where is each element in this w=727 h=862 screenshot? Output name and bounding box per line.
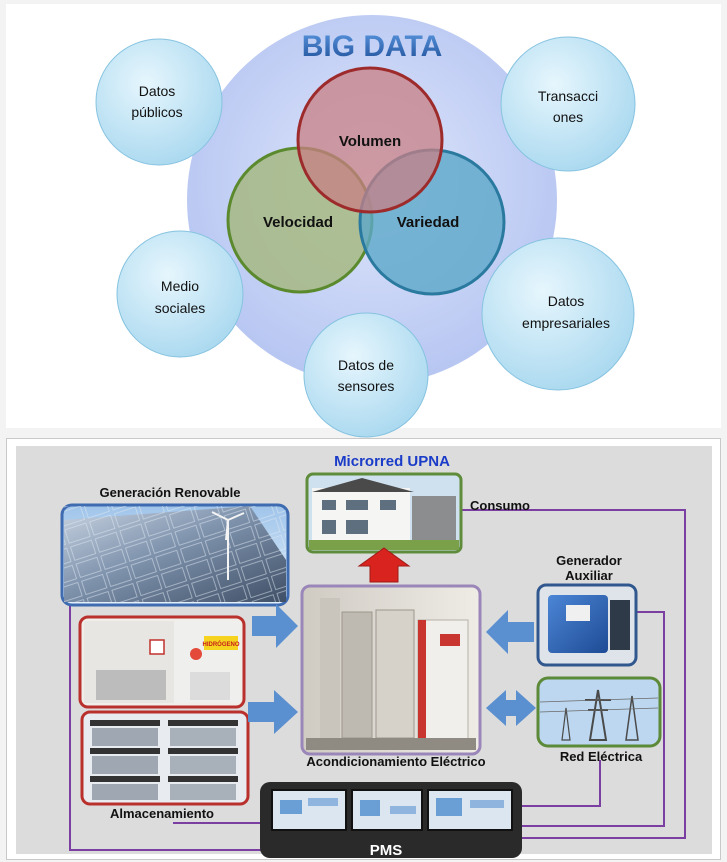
bubble-transacciones-line2: ones [553, 109, 583, 125]
label-almacenamiento: Almacenamiento [110, 806, 214, 821]
bubble-datos-empresariales: Datos empresariales [481, 237, 635, 391]
arrow-up-red [357, 547, 411, 583]
bubble-datos-sensores-line1: Datos de [338, 357, 394, 373]
microgrid-title: Microrred UPNA [334, 453, 450, 470]
bubble-datos-empresariales-line2: empresariales [522, 315, 610, 331]
bubble-medio-sociales-line2: sociales [155, 300, 206, 316]
bubble-datos-sensores-line2: sensores [338, 378, 395, 394]
label-red: Red Eléctrica [560, 749, 643, 764]
label-generacion: Generación Renovable [100, 485, 241, 500]
bubble-datos-empresariales-line1: Datos [548, 293, 585, 309]
hydrogen-sign-text: HIDRÓGENO [202, 640, 239, 648]
connector-lines [69, 509, 686, 851]
label-generador-line2: Auxiliar [565, 568, 613, 583]
arrow-grid-bidirectional [486, 690, 536, 726]
connector-consumption [380, 509, 686, 839]
label-acondicionamiento: Acondicionamiento Eléctrico [306, 754, 485, 769]
connector-storage [69, 600, 350, 851]
bubble-datos-publicos-line2: públicos [131, 104, 182, 120]
bubble-transacciones-line1: Transacci [538, 88, 598, 104]
photo-power-conditioning [300, 584, 482, 756]
big-data-title: BIG DATA [302, 30, 443, 63]
connector-generator [512, 611, 665, 827]
photo-generator [536, 583, 638, 667]
connector-grid [520, 760, 601, 807]
photo-pms-monitors [260, 782, 522, 858]
arrow-generator-to-conditioning [486, 610, 534, 654]
bubble-medio-sociales-line1: Medio [161, 278, 199, 294]
label-pms: PMS [370, 842, 403, 859]
volumen-circle [296, 66, 444, 214]
photo-power-grid [536, 676, 662, 748]
bubble-transacciones: Transacci ones [500, 36, 636, 172]
velocidad-label: Velocidad [263, 214, 333, 231]
label-generador-line1: Generador [556, 553, 622, 568]
photo-house [305, 472, 463, 554]
bubble-datos-sensores: Datos de sensores [303, 312, 429, 438]
bubble-datos-publicos: Datos públicos [95, 38, 223, 166]
volumen-label: Volumen [339, 133, 401, 150]
photo-battery-storage [80, 710, 250, 806]
label-consumo: Consumo [470, 498, 530, 513]
photo-hydrogen-room: HIDRÓGENO [78, 615, 246, 709]
bubble-datos-publicos-line1: Datos [139, 83, 176, 99]
arrow-solar-to-conditioning [252, 604, 298, 648]
bubble-medio-sociales: Medio sociales [116, 230, 244, 358]
photo-solar-panels [60, 503, 290, 607]
variedad-label: Variedad [397, 214, 460, 231]
arrow-storage-to-conditioning [248, 690, 298, 734]
